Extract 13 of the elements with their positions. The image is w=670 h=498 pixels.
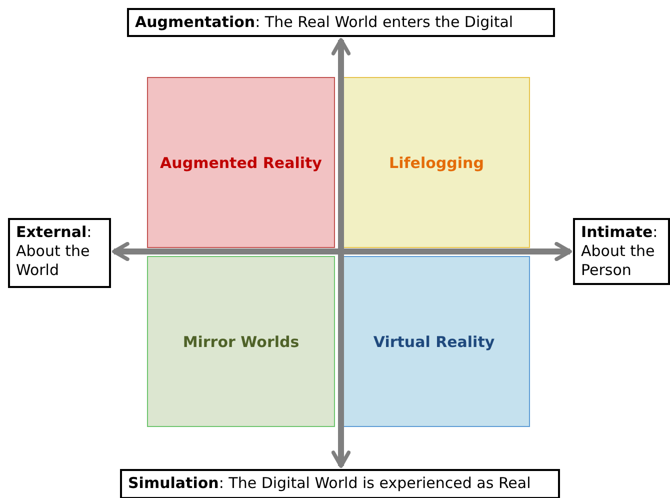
axis-label-box: Augmentation: The Real World enters the Digital [127, 8, 555, 37]
axis-label-box: Simulation: The Digital World is experienced as Real [120, 469, 560, 498]
quadrant-label: Augmented Reality [160, 154, 322, 172]
quadrant-label: Virtual Reality [373, 332, 495, 350]
quadrant-box [147, 77, 335, 248]
quadrant-label: Lifelogging [389, 154, 484, 172]
arrow [112, 242, 572, 262]
axis-label-box: External: About the World [8, 218, 111, 288]
axis-label-box: Intimate: About the Person [573, 218, 670, 285]
quadrant-label: Mirror Worlds [182, 332, 300, 350]
quadrant-box [343, 77, 530, 248]
quadrant-box [147, 256, 335, 427]
arrow [331, 38, 351, 468]
